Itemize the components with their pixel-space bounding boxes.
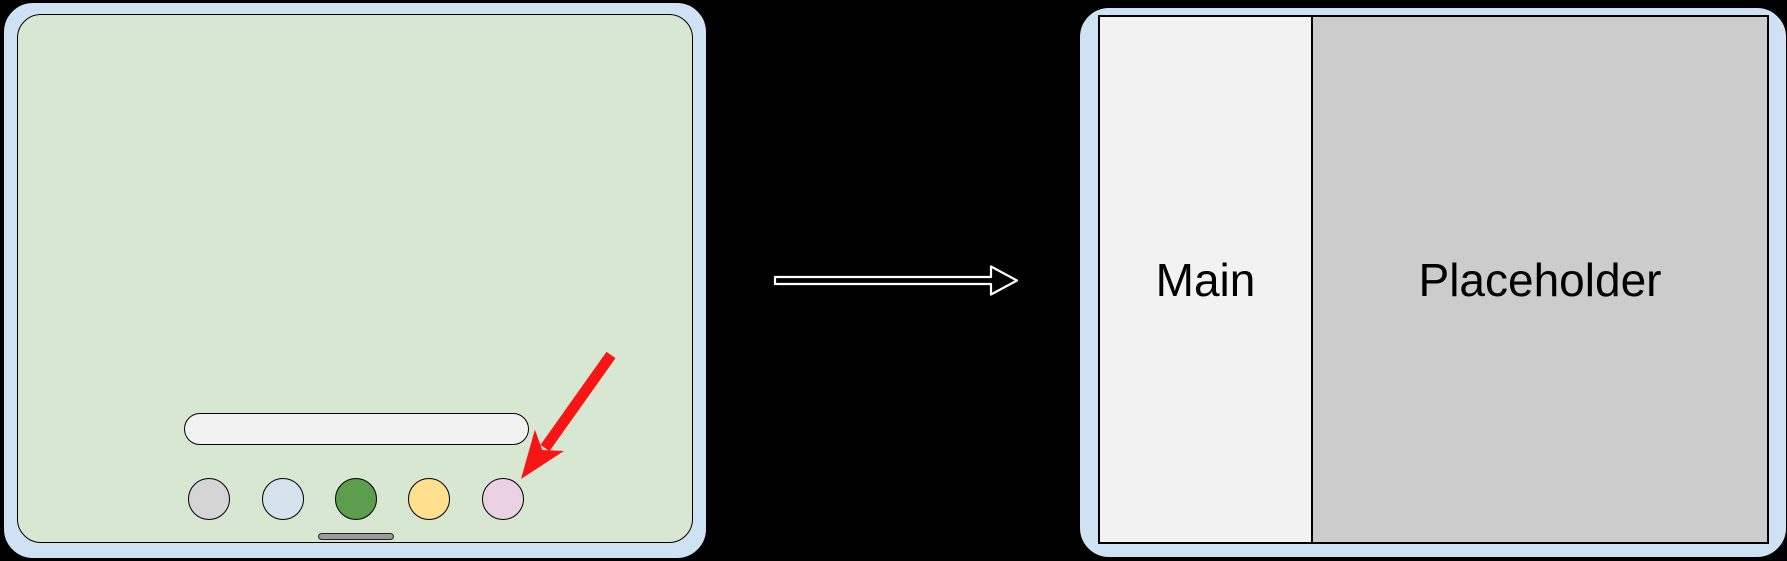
unfolded-device-frame: Main Placeholder — [1079, 7, 1787, 558]
home-indicator-bar — [318, 533, 394, 540]
placeholder-pane: Placeholder — [1313, 17, 1767, 542]
main-pane: Main — [1100, 17, 1313, 542]
app-icon-blue — [262, 478, 304, 520]
placeholder-pane-label: Placeholder — [1418, 253, 1662, 306]
app-icon-pink — [482, 478, 524, 520]
folded-device-frame — [3, 2, 707, 559]
home-screen — [17, 14, 693, 543]
two-pane-layout: Main Placeholder — [1098, 15, 1769, 544]
main-pane-label: Main — [1155, 253, 1256, 306]
search-bar — [184, 413, 529, 445]
app-icon-yellow — [408, 478, 450, 520]
transition-arrow-icon — [773, 265, 1019, 296]
app-icon-green — [335, 478, 377, 520]
app-icon-gray — [188, 478, 230, 520]
